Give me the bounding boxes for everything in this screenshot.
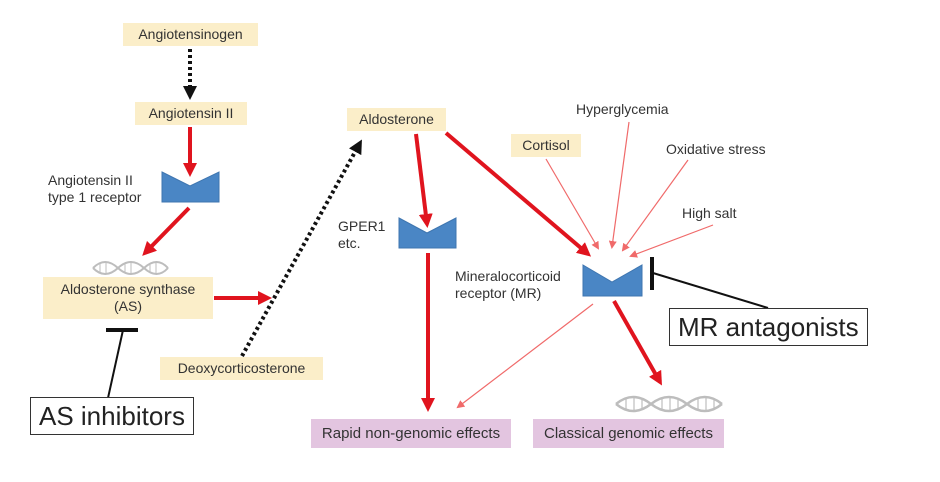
node-rapid-effects: Rapid non-genomic effects	[311, 419, 511, 448]
mr-inhibition-line	[652, 272, 769, 309]
node-aldosterone-synthase: Aldosterone synthase (AS)	[43, 277, 213, 319]
mr-receptor-icon	[582, 264, 643, 297]
arrow-aldosterone-to-gper1	[414, 133, 433, 228]
mr-abbrev: receptor (MR)	[455, 285, 542, 301]
label-hyperglycemia: Hyperglycemia	[576, 101, 669, 117]
at1-receptor-icon	[161, 171, 220, 203]
node-cortisol: Cortisol	[511, 134, 581, 157]
arrow-deoxycorticosterone-to-aldosterone	[240, 139, 362, 357]
node-deoxycorticosterone: Deoxycorticosterone	[160, 357, 323, 380]
arrow-mr-to-rapid-effects	[456, 303, 594, 409]
arrow-cortisol-to-mr	[545, 158, 600, 250]
as-inhibitors-box: AS inhibitors	[30, 397, 194, 435]
label-mr: Mineralocorticoid receptor (MR)	[455, 268, 561, 302]
label-high-salt: High salt	[682, 205, 737, 221]
gper1-name: GPER1	[338, 218, 386, 234]
as-inhibition-line	[107, 329, 124, 399]
at1-receptor-line2: type 1 receptor	[48, 189, 142, 205]
arrow-hyperglycemia-to-mr	[608, 121, 630, 249]
gper1-receptor-icon	[398, 217, 457, 249]
node-angiotensinogen: Angiotensinogen	[123, 23, 258, 46]
aldosterone-synthase-name: Aldosterone synthase	[60, 281, 196, 297]
arrow-at1r-to-as	[142, 206, 191, 256]
arrow-mr-to-genomic-effects	[612, 300, 662, 386]
dna-icon	[615, 395, 723, 413]
gper1-etc: etc.	[338, 235, 361, 251]
node-genomic-effects: Classical genomic effects	[533, 419, 724, 448]
mr-name: Mineralocorticoid	[455, 268, 561, 284]
mr-antagonists-box: MR antagonists	[669, 308, 868, 346]
label-gper1: GPER1 etc.	[338, 218, 385, 252]
arrow-high-salt-to-mr	[629, 224, 714, 258]
at1-receptor-line1: Angiotensin II	[48, 172, 133, 188]
aldosterone-synthase-abbrev: (AS)	[114, 298, 142, 314]
arrow-aldosterone-to-mr	[444, 131, 592, 257]
node-angiotensin-ii: Angiotensin II	[135, 102, 247, 125]
arrow-oxidative-stress-to-mr	[621, 159, 689, 252]
dna-icon	[92, 261, 169, 275]
label-oxidative-stress: Oxidative stress	[666, 141, 766, 157]
node-aldosterone: Aldosterone	[347, 108, 446, 131]
